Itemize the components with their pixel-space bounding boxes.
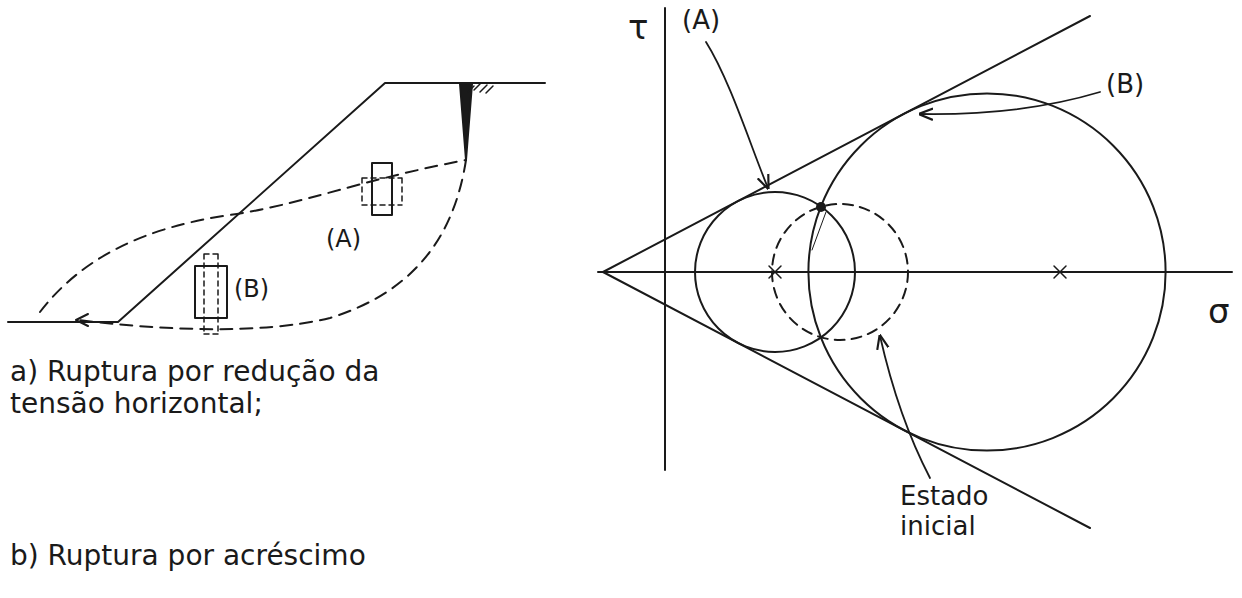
leader-line: [920, 92, 1100, 114]
centre-mark: [769, 266, 781, 278]
note-text: b) Ruptura por acréscimo: [10, 540, 430, 572]
intersection-dot: [816, 202, 826, 212]
circle-label: (A): [682, 6, 720, 36]
element-label: (A): [326, 226, 361, 254]
mohr-circle-b: [808, 93, 1165, 450]
element-a-deformed: [362, 178, 402, 205]
failure-envelope: [603, 16, 1090, 272]
ground-hatch: [468, 84, 493, 93]
mohr-circle-a: [695, 192, 855, 352]
tension-crack: [460, 84, 472, 160]
soil-element-a: [372, 163, 392, 215]
sigma-axis: [598, 271, 1232, 273]
failure-surface-upper: [40, 160, 466, 312]
note-text: a) Ruptura por redução da tensão horizon…: [10, 356, 410, 420]
axis-label: τ: [628, 8, 648, 47]
element-label: (B): [234, 276, 269, 304]
slope-profile: [8, 83, 545, 322]
centre-mark: [1054, 266, 1066, 278]
leader-line: [706, 42, 768, 188]
pole-line: [812, 212, 826, 250]
state-label: Estado inicial: [900, 482, 1030, 542]
failure-envelope: [603, 272, 1090, 528]
soil-element-b: [195, 266, 227, 318]
axis-label: σ: [1208, 292, 1230, 331]
leader-line: [880, 336, 930, 478]
sliding-arrow: [76, 314, 88, 326]
failure-surface: [78, 160, 466, 329]
element-b-deformed: [204, 254, 218, 334]
circle-label: (B): [1106, 70, 1144, 100]
